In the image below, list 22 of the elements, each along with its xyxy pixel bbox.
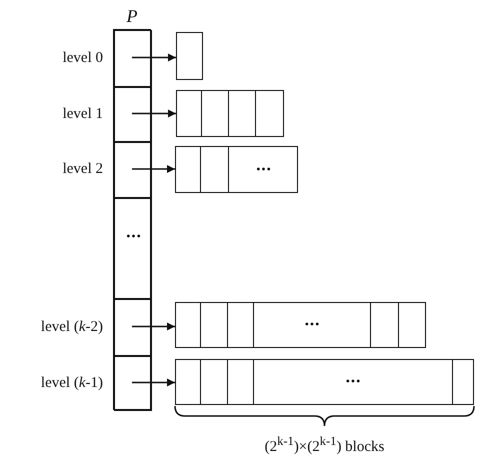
block-array <box>176 90 284 137</box>
arrow <box>132 165 175 173</box>
ellipsis: ••• <box>304 317 320 332</box>
block-array <box>176 32 203 80</box>
level-label: level (k-1) <box>40 374 103 392</box>
brace-label: (2$^{k-1}$)×(2$^{k-1}$) blocks <box>264 434 384 456</box>
level-label: level 1 <box>62 106 103 122</box>
block-array <box>175 359 474 405</box>
block-array <box>175 302 426 348</box>
array-cell <box>114 198 152 299</box>
level-label: level 2 <box>62 161 103 178</box>
arrow <box>132 54 176 62</box>
ellipsis: ••• <box>256 162 272 176</box>
level-label: level 0 <box>62 50 103 66</box>
level-label: level (k-2) <box>40 318 103 336</box>
array-name: P <box>126 6 138 27</box>
arrow <box>132 322 175 330</box>
ellipsis: ••• <box>346 374 362 389</box>
arrow <box>132 110 176 118</box>
ellipsis: ••• <box>126 229 142 244</box>
arrow <box>132 378 175 386</box>
block-array <box>175 146 298 193</box>
